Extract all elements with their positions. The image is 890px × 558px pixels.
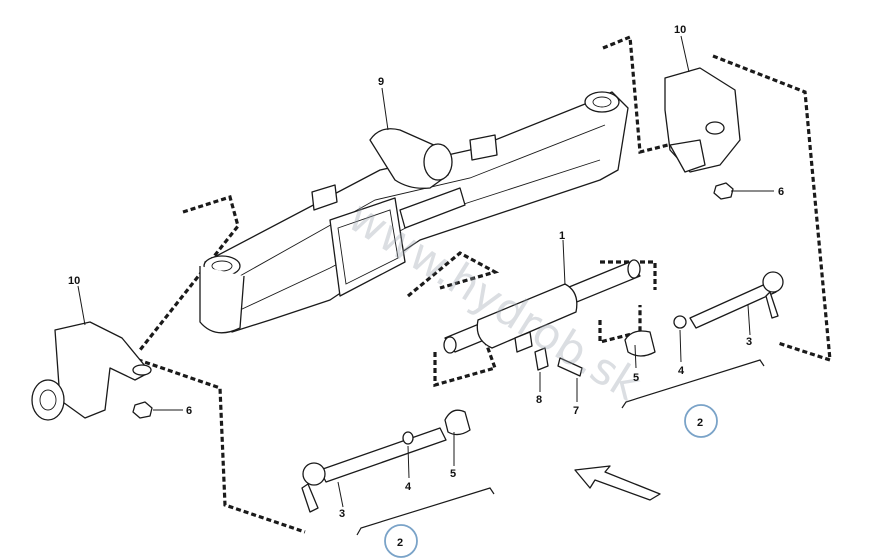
assembly-dashed-lines	[129, 34, 832, 534]
leader-lines	[77, 35, 774, 508]
label-part-2-right: 2	[697, 417, 703, 429]
group-brackets	[356, 359, 765, 536]
callout-ring-right	[684, 404, 718, 438]
label-part-4-bottom: 4	[405, 481, 412, 493]
label-part-3-right: 3	[746, 336, 752, 348]
steering-cylinder	[443, 259, 641, 354]
part-number-labels: 1 2 2 3 3 4 4 5 5 6 6 7 8 9 10 10	[68, 24, 784, 549]
label-part-9: 9	[378, 76, 384, 88]
right-steering-knuckle	[664, 67, 741, 200]
label-part-5-bottom: 5	[450, 468, 456, 480]
cylinder-bolts	[534, 347, 583, 377]
label-part-1: 1	[559, 230, 565, 242]
label-part-2-bottom: 2	[397, 537, 403, 549]
label-part-6-right: 6	[778, 186, 784, 198]
label-part-3-bottom: 3	[339, 508, 345, 520]
label-part-7: 7	[573, 405, 579, 417]
axle-housing	[199, 91, 629, 334]
label-part-5-right: 5	[633, 372, 639, 384]
direction-arrow	[574, 465, 661, 501]
label-part-10-right: 10	[674, 24, 686, 36]
watermark: www.hydrob.sk	[339, 191, 650, 412]
left-steering-knuckle	[31, 321, 153, 421]
callout-ring-bottom	[384, 524, 418, 558]
label-part-4-right: 4	[678, 365, 685, 377]
label-part-8: 8	[536, 394, 542, 406]
label-part-6-left: 6	[186, 405, 192, 417]
tie-rod-right	[624, 271, 784, 357]
tie-rod-bottom	[301, 409, 471, 513]
label-part-10-left: 10	[68, 275, 80, 287]
